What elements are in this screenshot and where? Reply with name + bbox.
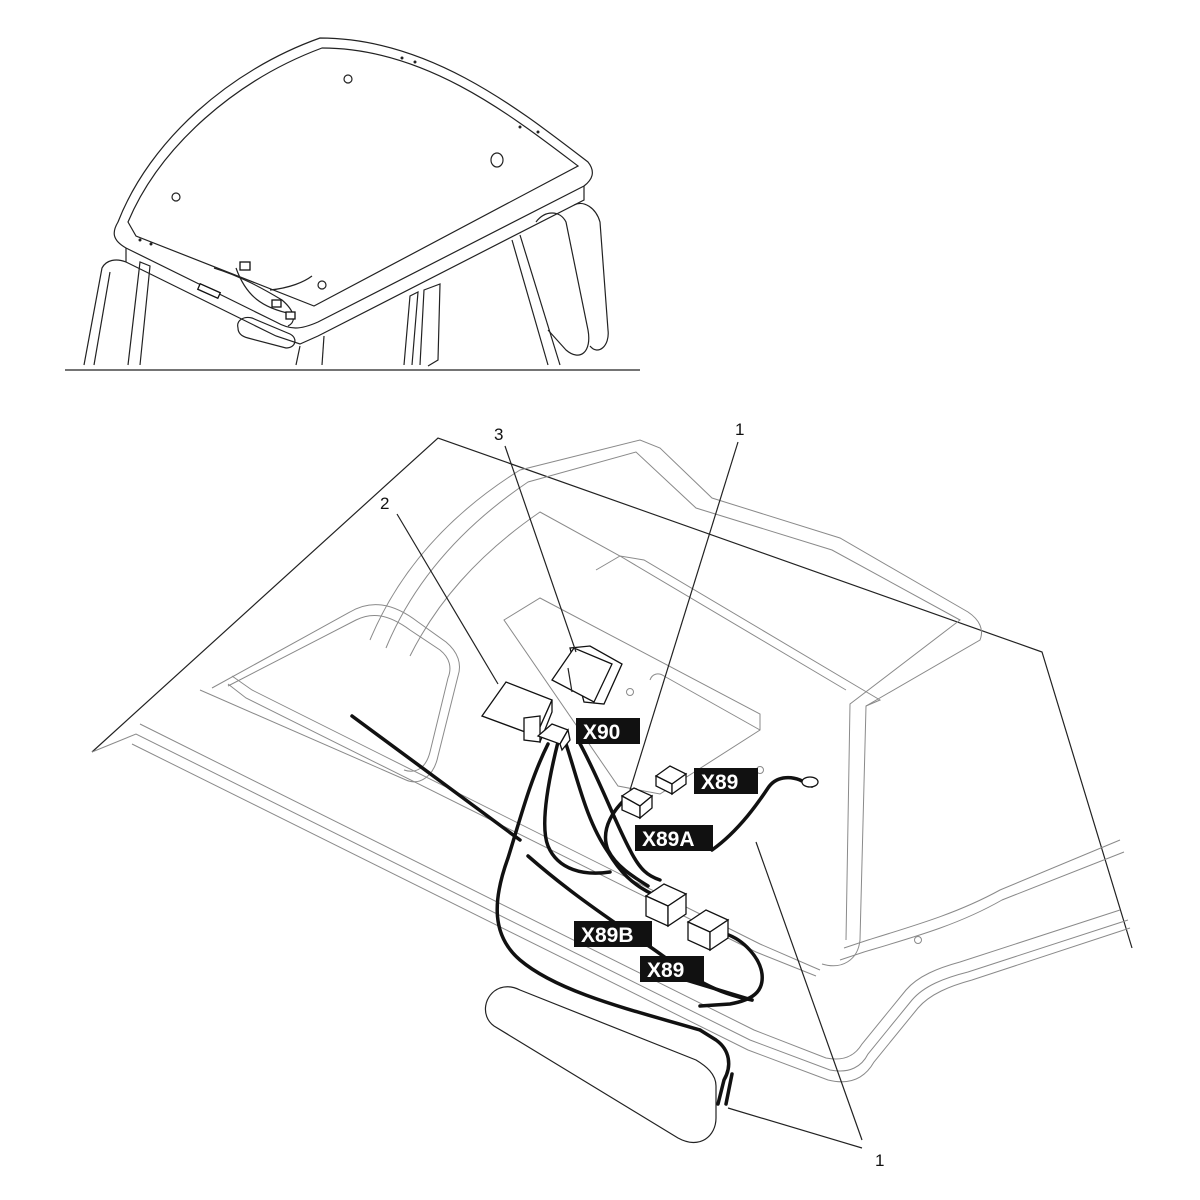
- cab-roof-detail-illustration: [91, 437, 1133, 1083]
- wiring-harness: [350, 714, 819, 1106]
- label-x89a-text: X89A: [642, 828, 695, 851]
- callout-2: 2: [380, 494, 389, 513]
- label-x89-upper-text: X89: [701, 771, 738, 794]
- label-x89-upper: X89: [694, 768, 758, 794]
- label-x90-text: X90: [583, 721, 620, 744]
- connector-x89b-body: [644, 883, 688, 928]
- part-2-module: [480, 681, 553, 744]
- connector-x89a-body: [620, 787, 654, 820]
- callout-1-top: 1: [735, 420, 744, 439]
- label-x89b: X89B: [574, 921, 652, 947]
- callout-3: 3: [494, 425, 503, 444]
- connector-x89-lower-body: [686, 909, 730, 952]
- leader-lines: [396, 441, 863, 1149]
- label-x89-lower-text: X89: [647, 959, 684, 982]
- cab-overview-illustration: [65, 37, 640, 371]
- connector-x89-upper-body: [654, 765, 688, 796]
- callout-1-bottom: 1: [875, 1151, 884, 1170]
- label-x89b-text: X89B: [581, 924, 634, 947]
- part-3-plate: [551, 645, 623, 705]
- label-x89-lower: X89: [640, 956, 704, 982]
- label-x90: X90: [576, 718, 640, 744]
- label-x89a: X89A: [635, 825, 713, 851]
- interior-lamp: [484, 986, 717, 1143]
- connector-x90-body: [536, 723, 571, 752]
